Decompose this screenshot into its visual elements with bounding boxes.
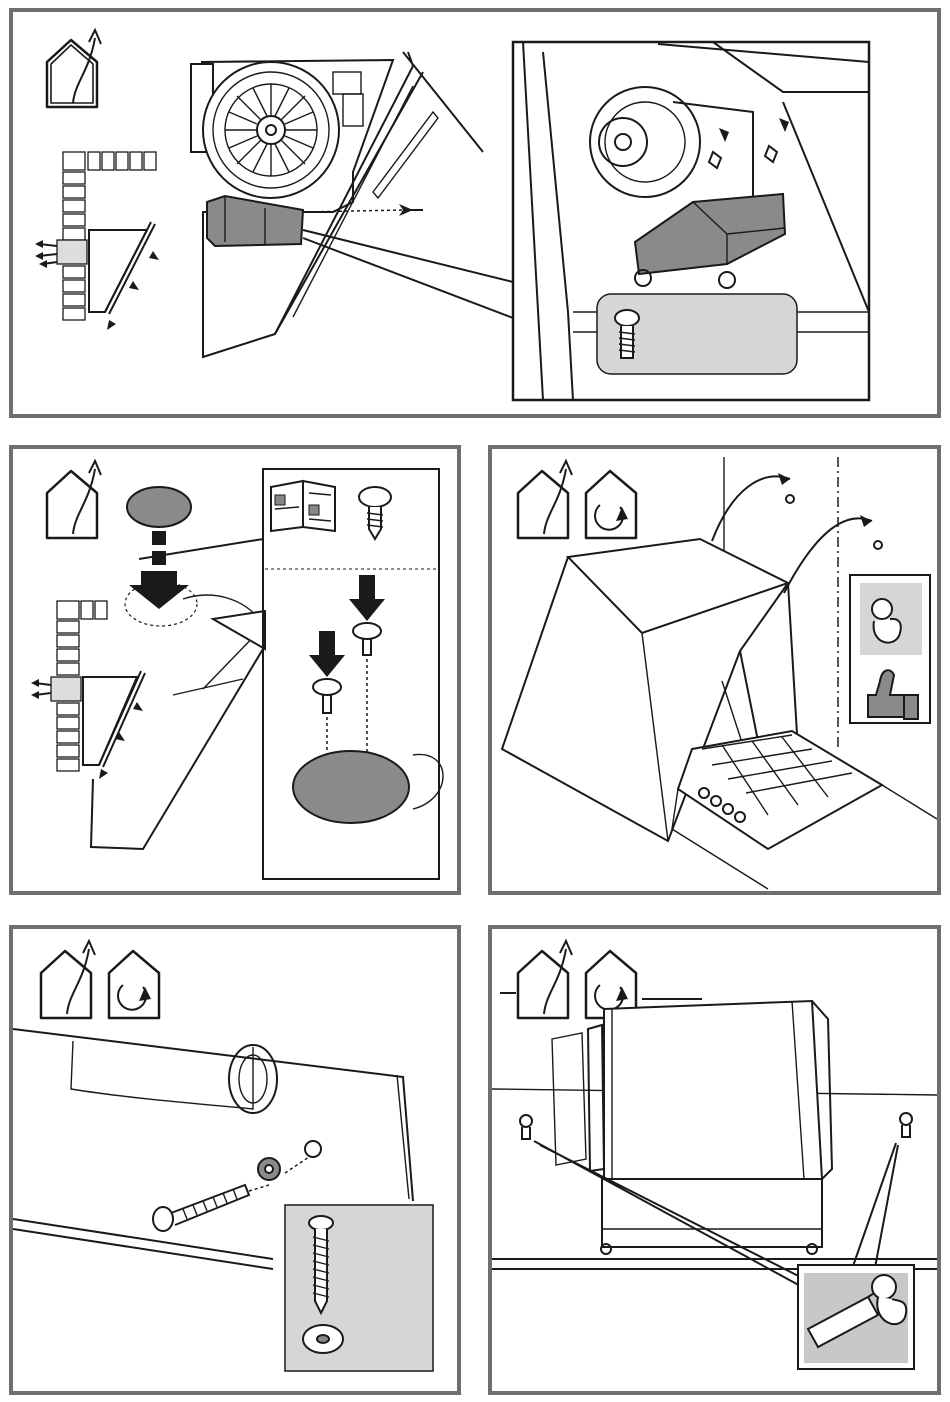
recirculating-icon bbox=[586, 471, 636, 538]
duct-opening bbox=[293, 751, 409, 823]
motor-unit bbox=[492, 1001, 937, 1269]
ducted-exhaust-icon bbox=[47, 461, 101, 538]
washer-icon bbox=[303, 1325, 343, 1353]
recirculating-icon bbox=[109, 951, 159, 1018]
wall-mount-diagram bbox=[31, 601, 145, 779]
panel-1 bbox=[9, 8, 941, 418]
filter-cover-disc bbox=[125, 487, 197, 626]
callout-box bbox=[285, 1205, 433, 1371]
washer bbox=[258, 1141, 321, 1180]
ducted-exhaust-icon bbox=[518, 941, 572, 1018]
screws-down-arrows bbox=[309, 575, 385, 779]
motor-housing-box bbox=[207, 196, 423, 246]
ducted-exhaust-icon bbox=[518, 461, 572, 538]
callout-box bbox=[798, 1265, 914, 1369]
down-arrow-icon bbox=[129, 571, 189, 609]
screw-icon bbox=[359, 487, 391, 539]
panel-2 bbox=[9, 445, 461, 895]
torx-screw-icon bbox=[597, 294, 797, 374]
ducted-exhaust-icon bbox=[47, 30, 101, 107]
wall-mount-diagram bbox=[35, 152, 159, 330]
panel-3 bbox=[488, 445, 941, 895]
gas-hob bbox=[672, 731, 937, 889]
panel-4 bbox=[9, 925, 461, 1395]
panel-5 bbox=[488, 925, 941, 1395]
ducted-exhaust-icon bbox=[41, 941, 95, 1018]
manual-book-icon bbox=[271, 481, 335, 531]
